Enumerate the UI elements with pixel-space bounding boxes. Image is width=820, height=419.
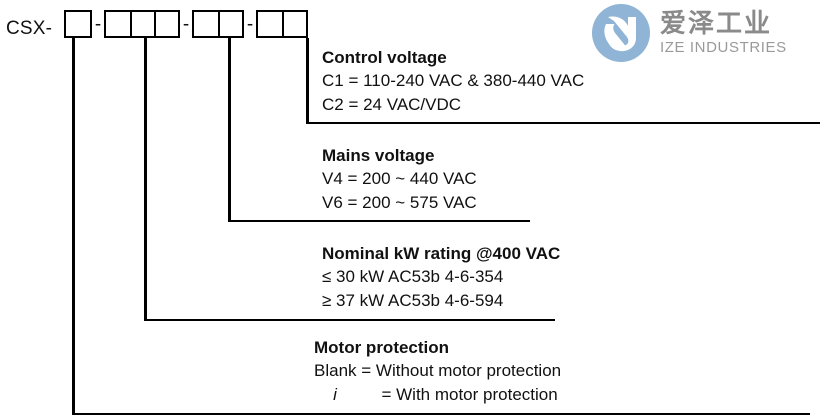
section-kw-rating: Nominal kW rating @400 VAC ≤ 30 kW AC53b… (322, 243, 560, 312)
code-cell[interactable] (154, 12, 178, 36)
code-cell[interactable] (66, 12, 90, 36)
motor-protection-blank-value: = Without motor protection (361, 361, 562, 381)
code-group-mains-voltage[interactable] (192, 10, 244, 38)
code-cell[interactable] (218, 12, 242, 36)
motor-protection-blank-label: Blank (314, 361, 357, 381)
section-line: V4 = 200 ~ 440 VAC (322, 169, 477, 189)
code-group-kw-rating[interactable] (104, 10, 180, 38)
logo-chinese-name: 爱泽工业 (660, 7, 773, 38)
code-group-motor-protection[interactable] (64, 10, 92, 38)
leader-line-control-voltage-horizontal (306, 121, 820, 124)
code-group-control-voltage[interactable] (256, 10, 308, 38)
leader-line-mains-voltage-horizontal (228, 219, 530, 222)
code-separator: - (94, 13, 102, 35)
section-control-voltage: Control voltage C1 = 110-240 VAC & 380-4… (322, 47, 584, 116)
leader-line-kw-rating-horizontal (144, 318, 555, 321)
company-logo: 爱泽工业 IZE INDUSTRIES (592, 4, 787, 62)
code-cell[interactable] (282, 12, 306, 36)
section-line-i: i = With motor protection (314, 383, 561, 406)
code-cell[interactable] (130, 12, 154, 36)
code-cell[interactable] (106, 12, 130, 36)
code-separator: - (182, 13, 190, 35)
code-cell[interactable] (258, 12, 282, 36)
leader-line-mains-voltage-vertical (228, 38, 231, 222)
leader-line-control-voltage-vertical (306, 38, 309, 124)
section-title: Motor protection (314, 338, 450, 357)
part-number-box-row: - - - (64, 10, 308, 38)
section-motor-protection: Motor protection Blank = Without motor p… (314, 337, 561, 406)
logo-text: 爱泽工业 IZE INDUSTRIES (660, 7, 787, 57)
section-title: Nominal kW rating @400 VAC (322, 244, 561, 263)
section-line: V6 = 200 ~ 575 VAC (322, 192, 477, 212)
leader-line-motor-protection-vertical (72, 38, 75, 415)
section-line: ≥ 37 kW AC53b 4-6-594 (322, 290, 504, 310)
section-title: Control voltage (322, 48, 447, 67)
code-cell[interactable] (194, 12, 218, 36)
motor-protection-i-value: = With motor protection (381, 384, 558, 404)
motor-protection-i-label: i (333, 384, 337, 404)
logo-english-name: IZE INDUSTRIES (660, 39, 787, 57)
section-mains-voltage: Mains voltage V4 = 200 ~ 440 VAC V6 = 20… (322, 145, 477, 214)
section-line-blank: Blank = Without motor protection (314, 359, 561, 382)
ize-logo-mark-icon (592, 4, 650, 62)
code-separator: - (246, 13, 254, 35)
leader-line-kw-rating-vertical (144, 38, 147, 321)
section-title: Mains voltage (322, 146, 435, 165)
section-line: C2 = 24 VAC/VDC (322, 94, 462, 114)
part-number-prefix: CSX- (6, 18, 53, 39)
leader-line-motor-protection-horizontal (72, 412, 810, 415)
section-line: C1 = 110-240 VAC & 380-440 VAC (322, 71, 585, 91)
section-line: ≤ 30 kW AC53b 4-6-354 (322, 267, 504, 287)
